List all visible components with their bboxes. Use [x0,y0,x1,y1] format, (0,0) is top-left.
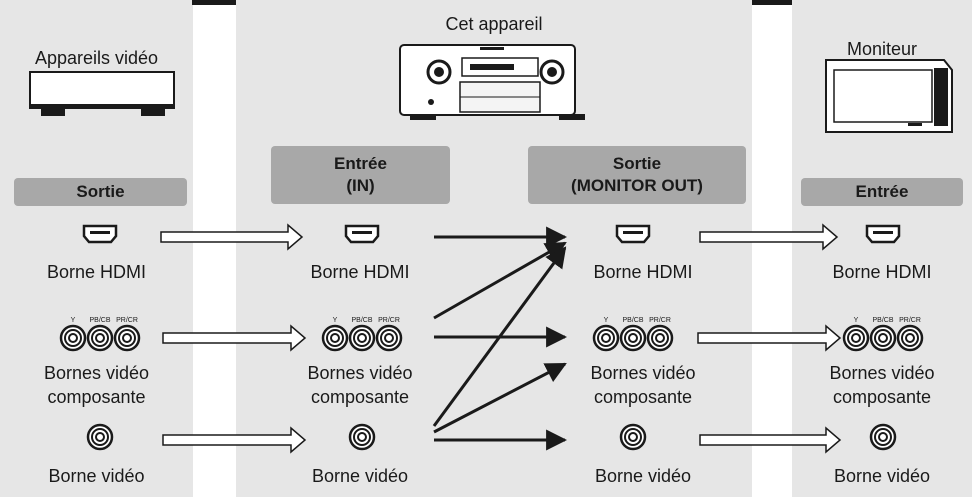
right-component-label: Bornes vidéo [829,363,935,383]
component-to-hdmi-arrow [433,241,567,320]
out-hdmi-label: Borne HDMI [593,262,693,282]
component-cable-arrow-monitor [697,324,842,352]
out-composite-icon [619,423,647,451]
in-component-y-jack-label: Y [333,317,338,324]
right-input-header: Entrée [801,178,963,206]
composite-to-component-arrow [433,362,567,434]
in-component-y-jack-icon [321,324,349,352]
out-component-pb-jack-icon [619,324,647,352]
left-output-header: Sortie [14,178,187,206]
out-composite-label: Borne vidéo [594,466,692,486]
av-receiver-icon [399,44,585,120]
title-bar-fragment [192,0,236,5]
out-component-pb-jack-label: PB/CB [622,317,643,324]
out-component-pr-jack-icon [646,324,674,352]
out-hdmi-icon [615,224,651,244]
right-hdmi-label: Borne HDMI [832,262,932,282]
in-component-label: Bornes vidéo [307,363,413,383]
left-component-pr-jack-icon [113,324,141,352]
in-hdmi-icon [344,224,380,244]
left-component-pr-jack-label: PR/CR [116,317,138,324]
left-hdmi-label: Borne HDMI [46,262,147,282]
right-component-pb-jack-icon [869,324,897,352]
left-component-pb-jack-icon [86,324,114,352]
input-header: Entrée (IN) [271,146,450,204]
composite-cable-arrow-monitor [699,426,842,454]
composite-cable-arrow-source [162,426,307,454]
in-component-pr-jack-icon [375,324,403,352]
monitor-icon [825,59,953,133]
left-component-label-2: composante [47,387,146,407]
in-component-pb-jack-icon [348,324,376,352]
out-component-y-jack-icon [592,324,620,352]
left-component-y-jack-icon [59,324,87,352]
out-component-label: Bornes vidéo [590,363,696,383]
out-component-y-jack-label: Y [604,317,609,324]
in-component-label-2: composante [310,387,410,407]
title-bar-fragment [752,0,792,5]
right-component-y-jack-label: Y [854,317,859,324]
left-composite-label: Borne vidéo [48,466,145,486]
left-component-pb-jack-label: PB/CB [89,317,110,324]
left-composite-icon [86,423,114,451]
left-component-y-jack-label: Y [71,317,76,324]
video-device-label: Appareils vidéo [34,48,159,68]
composite-to-hdmi-arrow [432,246,567,427]
left-component-label: Bornes vidéo [43,363,150,383]
hdmi-cable-arrow-monitor [699,223,839,251]
right-composite-icon [869,423,897,451]
hdmi-cable-arrow-source [160,223,304,251]
component-cable-arrow-source [162,324,307,352]
out-component-pr-jack-label: PR/CR [649,317,671,324]
in-component-pr-jack-label: PR/CR [378,317,400,324]
in-composite-label: Borne vidéo [311,466,409,486]
in-component-pb-jack-label: PB/CB [351,317,372,324]
out-component-label-2: composante [593,387,693,407]
video-device-icon [29,71,175,116]
in-composite-icon [348,423,376,451]
monitor-out-header: Sortie (MONITOR OUT) [528,146,746,204]
monitor-label: Moniteur [846,39,918,59]
right-hdmi-icon [865,224,901,244]
right-component-pr-jack-label: PR/CR [899,317,921,324]
right-component-label-2: composante [832,387,932,407]
right-component-pr-jack-icon [896,324,924,352]
right-composite-label: Borne vidéo [833,466,931,486]
this-unit-label: Cet appareil [445,14,543,34]
in-hdmi-label: Borne HDMI [310,262,410,282]
right-component-y-jack-icon [842,324,870,352]
right-component-pb-jack-label: PB/CB [872,317,893,324]
left-hdmi-icon [82,224,118,244]
